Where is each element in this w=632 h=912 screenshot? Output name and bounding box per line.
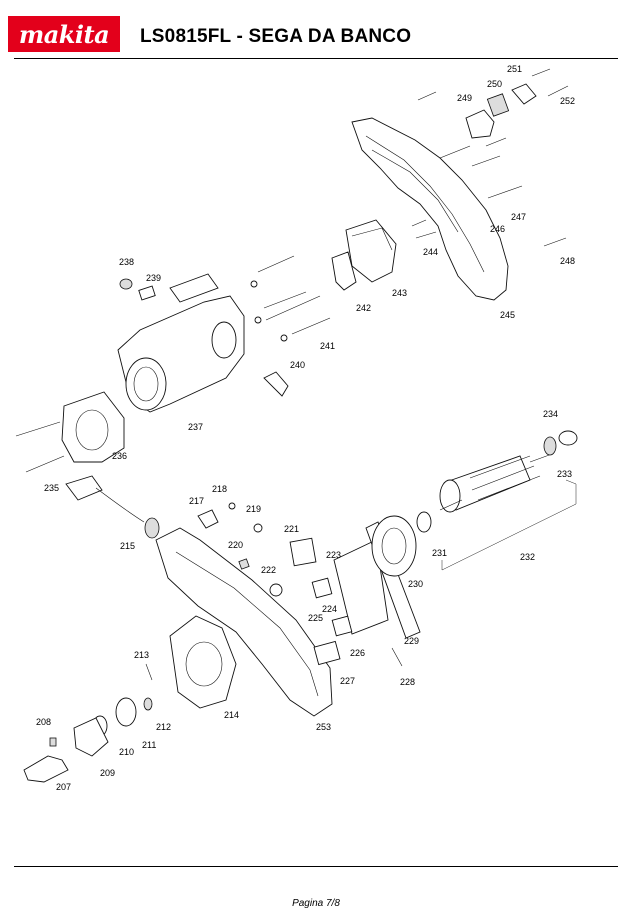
- part-label-234: 234: [543, 409, 558, 419]
- part-label-226: 226: [350, 648, 365, 658]
- part-label-228: 228: [400, 677, 415, 687]
- part-label-218: 218: [212, 484, 227, 494]
- part-label-229: 229: [404, 636, 419, 646]
- part-label-243: 243: [392, 288, 407, 298]
- part-label-220: 220: [228, 540, 243, 550]
- part-label-219: 219: [246, 504, 261, 514]
- part-label-224: 224: [322, 604, 337, 614]
- part-label-247: 247: [511, 212, 526, 222]
- part-label-245: 245: [500, 310, 515, 320]
- page-title: LS0815FL - SEGA DA BANCO: [140, 26, 412, 47]
- part-label-223: 223: [326, 550, 341, 560]
- page-number: Pagina 7/8: [292, 898, 340, 909]
- header: makita LS0815FL - SEGA DA BANCO: [0, 0, 632, 60]
- part-label-238: 238: [119, 257, 134, 267]
- part-label-252: 252: [560, 96, 575, 106]
- part-label-208: 208: [36, 717, 51, 727]
- part-label-253: 253: [316, 722, 331, 732]
- part-label-236: 236: [112, 451, 127, 461]
- part-label-210: 210: [119, 747, 134, 757]
- part-label-213: 213: [134, 650, 149, 660]
- makita-logo: makita: [8, 16, 120, 52]
- parts-drawing: [15, 68, 578, 783]
- part-label-231: 231: [432, 548, 447, 558]
- part-label-209: 209: [100, 768, 115, 778]
- part-label-215: 215: [120, 541, 135, 551]
- part-label-240: 240: [290, 360, 305, 370]
- part-label-250: 250: [487, 79, 502, 89]
- footer-rule: [14, 866, 618, 867]
- part-label-221: 221: [284, 524, 299, 534]
- part-label-214: 214: [224, 710, 239, 720]
- part-label-212: 212: [156, 722, 171, 732]
- part-label-222: 222: [261, 565, 276, 575]
- part-label-246: 246: [490, 224, 505, 234]
- part-label-211: 211: [142, 740, 156, 750]
- part-label-248: 248: [560, 256, 575, 266]
- part-label-235: 235: [44, 483, 59, 493]
- part-label-244: 244: [423, 247, 438, 257]
- part-label-230: 230: [408, 579, 423, 589]
- part-label-227: 227: [340, 676, 355, 686]
- part-label-207: 207: [56, 782, 71, 792]
- part-label-239: 239: [146, 273, 161, 283]
- exploded-parts-diagram: 251 250 249 252 247 246 244 248 238 239 …: [15, 64, 578, 792]
- part-label-242: 242: [356, 303, 371, 313]
- header-rule: [14, 58, 618, 59]
- part-label-237: 237: [188, 422, 203, 432]
- part-labels: 251 250 249 252 247 246 244 248 238 239 …: [36, 64, 575, 792]
- part-label-217: 217: [189, 496, 204, 506]
- part-label-241: 241: [320, 341, 335, 351]
- part-label-232: 232: [520, 552, 535, 562]
- part-label-251: 251: [507, 64, 522, 74]
- part-label-249: 249: [457, 93, 472, 103]
- part-label-233: 233: [557, 469, 572, 479]
- part-label-225: 225: [308, 613, 323, 623]
